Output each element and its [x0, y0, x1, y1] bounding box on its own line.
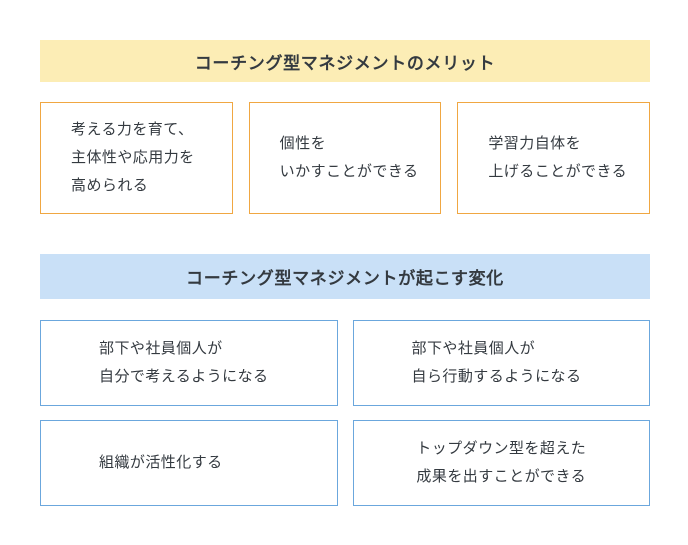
merit-card-think: 考える力を育て、 主体性や応用力を 高められる — [40, 102, 233, 214]
card-text-line: 考える力を育て、 — [71, 121, 194, 138]
change-card-think-self: 部下や社員個人が 自分で考えるようになる — [40, 320, 338, 406]
banner-spacer — [40, 299, 650, 320]
card-text-line: 主体性や応用力を — [71, 149, 195, 166]
card-text-line: 成果を出すことができる — [416, 468, 587, 485]
card-text-line: 自分で考えるようになる — [99, 368, 269, 385]
card-text-line: 部下や社員個人が — [99, 340, 223, 357]
card-text-line: 組織が活性化する — [99, 454, 223, 471]
merit-card-learning: 学習力自体を 上げることができる — [457, 102, 651, 214]
card-text-line: トップダウン型を超えた — [416, 440, 587, 457]
card-text-line: 高められる — [71, 177, 149, 194]
change-card-organization: 組織が活性化する — [40, 420, 338, 506]
card-text-line: 学習力自体を — [488, 135, 582, 152]
card-text-line: 部下や社員個人が — [411, 340, 536, 357]
card-text-line: 個性を — [279, 135, 327, 152]
changes-card-grid: 部下や社員個人が 自分で考えるようになる 部下や社員個人が 自ら行動するようにな… — [40, 320, 650, 506]
merits-header-banner: コーチング型マネジメントのメリット — [40, 40, 650, 82]
merits-card-row: 考える力を育て、 主体性や応用力を 高められる 個性を いかすことができる 学習… — [40, 102, 651, 214]
change-card-results: トップダウン型を超えた 成果を出すことができる — [352, 420, 650, 506]
section-spacer — [40, 214, 650, 254]
merit-card-individuality: 個性を いかすことができる — [248, 102, 442, 214]
card-text-line: 自ら行動するようになる — [411, 368, 582, 385]
changes-header-banner: コーチング型マネジメントが起こす変化 — [40, 254, 650, 299]
card-text-line: いかすことができる — [279, 163, 419, 180]
card-text-line: 上げることができる — [488, 163, 628, 180]
change-card-act-self: 部下や社員個人が 自ら行動するようになる — [352, 320, 650, 406]
